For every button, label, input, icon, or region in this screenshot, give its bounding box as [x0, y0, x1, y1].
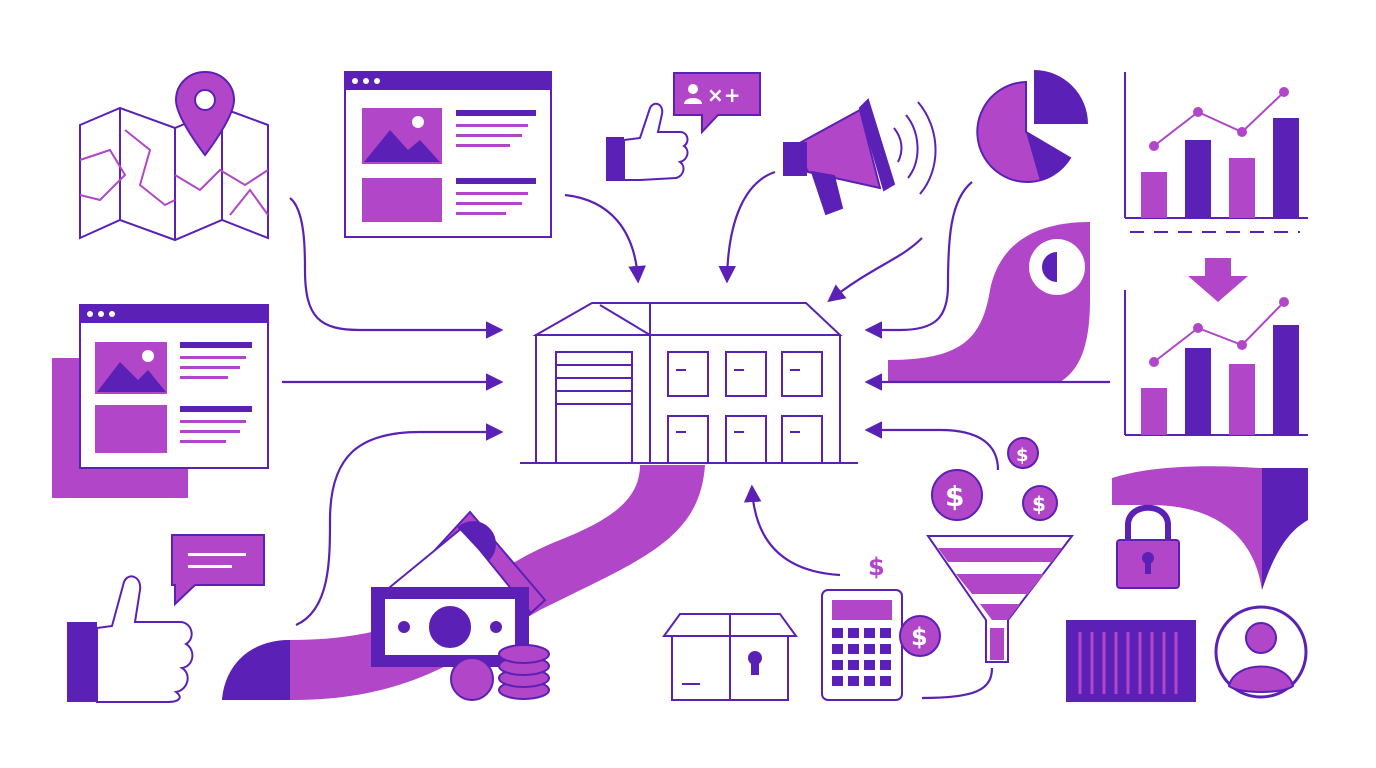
arrow-money-to-warehouse [295, 423, 504, 627]
funnel-coins: $ $ $ [931, 437, 1058, 521]
box-icon [662, 613, 798, 701]
bottom-ribbon [222, 465, 705, 700]
lower-right-ribbon [1112, 466, 1308, 590]
lower-right-ribbon-dark [1262, 468, 1308, 590]
dollar-coin-icon: $ [899, 615, 941, 657]
message-glyphs: ×+ [707, 83, 741, 107]
arrow-funnel-to-warehouse [864, 421, 1000, 471]
bar-chart-down-icon [1124, 290, 1308, 436]
warehouse-doors [667, 351, 823, 464]
arrow-webpage-to-warehouse [564, 193, 646, 284]
arrow-calculator-to-warehouse [743, 484, 841, 577]
map-location-icon [79, 70, 269, 242]
padlock-icon [1116, 504, 1180, 589]
arrow-megaphone-to-warehouse [718, 170, 776, 284]
container-icon [1066, 620, 1196, 702]
arrow-pie-to-warehouse [827, 237, 923, 303]
dollar-sign-icon: $ [868, 553, 885, 581]
down-arrow-icon [1188, 258, 1248, 302]
thumbs-up-icon [67, 575, 194, 703]
megaphone-icon [783, 98, 937, 216]
web-page-icon [344, 71, 552, 238]
pie-chart-icon [976, 70, 1088, 183]
arrow-map-to-warehouse [289, 197, 504, 339]
browser-window-icon [52, 304, 269, 498]
connectors [282, 170, 1110, 700]
user-avatar-icon [1214, 605, 1308, 699]
chat-bubble-icon [171, 534, 265, 607]
calculator-icon: $ [821, 553, 903, 701]
money-stack-icon [371, 510, 547, 668]
purple-ribbons [222, 222, 1308, 700]
funnel-icon: $ $ $ [926, 437, 1075, 663]
coins-icon [450, 644, 550, 701]
svg-text:$: $ [1016, 445, 1029, 466]
ribbon-eye-pupil [1042, 252, 1057, 282]
line-funnel-base [921, 667, 994, 700]
location-pin-icon [174, 70, 236, 157]
bar-chart-up-icon [1124, 72, 1308, 233]
svg-text:$: $ [1032, 492, 1046, 516]
thumbs-up-message-icon: ×+ [606, 72, 761, 181]
warehouse-icon [520, 302, 858, 464]
arrow-funnel-ribbon-to-warehouse [864, 181, 973, 339]
bottom-ribbon-dark [222, 640, 290, 700]
svg-text:$: $ [911, 623, 928, 651]
svg-text:$: $ [945, 480, 964, 513]
